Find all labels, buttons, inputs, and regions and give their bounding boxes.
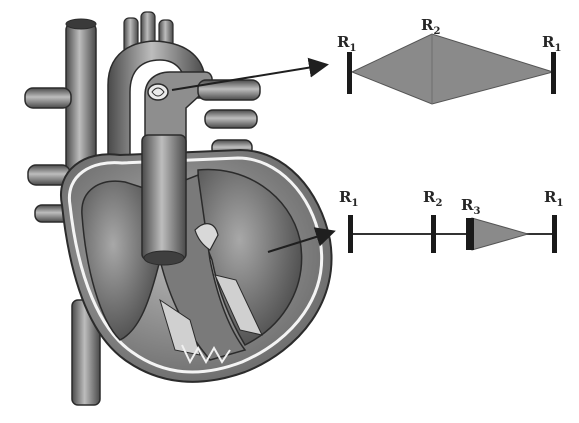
- sound-bar-r3: [466, 218, 474, 250]
- upper-label-r1-right: R1: [542, 33, 561, 54]
- sound-bar-r1-right: [552, 215, 557, 253]
- lower-label-r1-left: R1: [339, 188, 358, 209]
- sound-bar-r1-right: [551, 52, 556, 94]
- sound-bar-r2: [431, 215, 436, 253]
- triangle-murmur-shape: [472, 218, 528, 250]
- sound-bar-r1-left: [347, 52, 352, 94]
- upper-label-r2: R2: [421, 16, 440, 37]
- aortic-valve: [148, 84, 168, 100]
- lower-murmur-diagram: R1 R2 R3 R1: [339, 188, 563, 253]
- upper-label-r1-left: R1: [337, 33, 356, 54]
- lower-label-r1-right: R1: [544, 188, 563, 209]
- upper-murmur-diagram: R1 R2 R1: [337, 16, 561, 104]
- lower-label-r3: R3: [461, 196, 480, 217]
- diamond-murmur-shape: [352, 34, 553, 104]
- sound-bar-r1-left: [348, 215, 353, 253]
- lower-label-r2: R2: [423, 188, 442, 209]
